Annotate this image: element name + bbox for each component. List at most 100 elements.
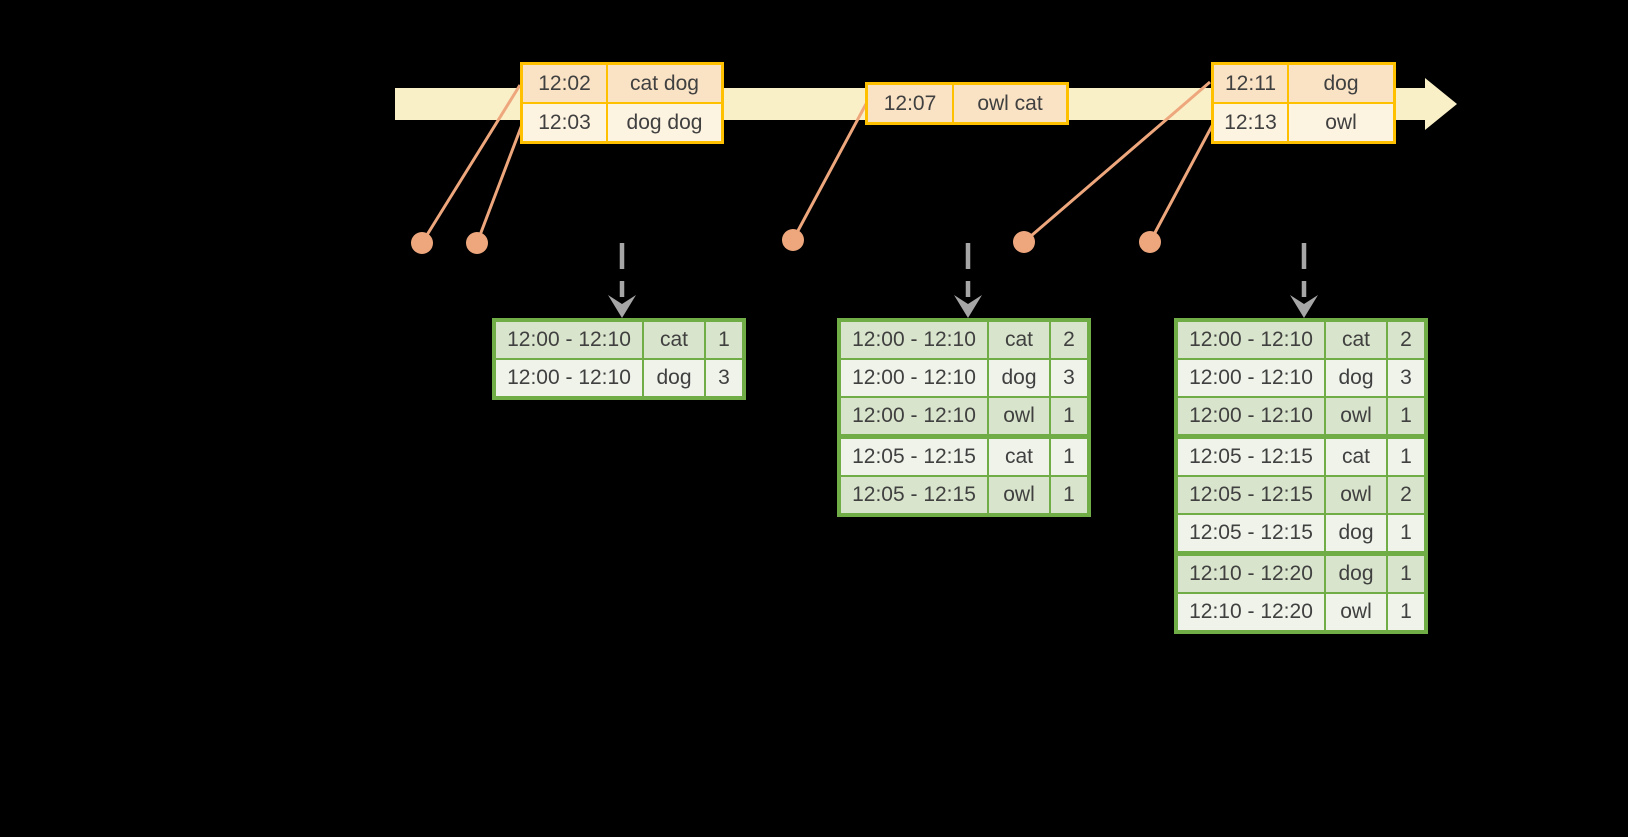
event-dot [411, 232, 433, 254]
result-count: 2 [1049, 322, 1087, 358]
result-window: 12:00 - 12:10 [1178, 398, 1324, 434]
result-word: cat [987, 439, 1049, 475]
result-window: 12:00 - 12:10 [496, 322, 642, 358]
result-count: 3 [704, 360, 742, 396]
trigger-down-arrow [608, 243, 636, 318]
result-window: 12:00 - 12:10 [496, 360, 642, 396]
result-count: 1 [1049, 398, 1087, 434]
result-word: dog [1324, 515, 1386, 551]
event-words: owl cat [952, 85, 1066, 122]
result-word: cat [987, 322, 1049, 358]
event-connector-lines [420, 80, 1215, 244]
result-window: 12:00 - 12:10 [841, 360, 987, 396]
event-time: 12:02 [523, 65, 606, 102]
event-time: 12:11 [1214, 65, 1287, 102]
event-time: 12:13 [1214, 104, 1287, 141]
result-word: cat [1324, 439, 1386, 475]
result-window: 12:10 - 12:20 [1178, 556, 1324, 592]
result-window: 12:05 - 12:15 [841, 477, 987, 513]
result-count: 2 [1386, 477, 1424, 513]
result-window: 12:05 - 12:15 [1178, 477, 1324, 513]
result-count: 1 [1049, 439, 1087, 475]
event-connector-line [420, 84, 522, 244]
event-time: 12:07 [868, 85, 952, 122]
result-word: dog [1324, 556, 1386, 592]
event-dots [411, 229, 1161, 254]
event-dot [782, 229, 804, 251]
event-dot [1013, 231, 1035, 253]
result-word: dog [642, 360, 704, 396]
event-words: dog dog [606, 104, 721, 141]
result-word: dog [1324, 360, 1386, 396]
result-window: 12:00 - 12:10 [1178, 360, 1324, 396]
result-count: 1 [1049, 477, 1087, 513]
event-connector-line [1023, 80, 1211, 244]
result-window: 12:00 - 12:10 [1178, 322, 1324, 358]
result-word: cat [642, 322, 704, 358]
result-word: owl [1324, 398, 1386, 434]
result-word: owl [1324, 477, 1386, 513]
event-words: owl [1287, 104, 1393, 141]
event-dot [466, 232, 488, 254]
result-window: 12:05 - 12:15 [1178, 439, 1324, 475]
result-count: 3 [1386, 360, 1424, 396]
result-window: 12:00 - 12:10 [841, 398, 987, 434]
result-word: cat [1324, 322, 1386, 358]
event-connector-line [475, 121, 525, 244]
arrowhead-chevron-icon [608, 295, 636, 318]
result-count: 1 [1386, 594, 1424, 630]
trigger-down-arrow [954, 243, 982, 318]
result-window: 12:00 - 12:10 [841, 322, 987, 358]
trigger-arrows [608, 243, 1318, 318]
result-word: owl [987, 398, 1049, 434]
result-count: 3 [1049, 360, 1087, 396]
result-window: 12:05 - 12:15 [841, 439, 987, 475]
event-dot [1139, 231, 1161, 253]
arrowhead-chevron-icon [1290, 295, 1318, 318]
result-count: 1 [1386, 515, 1424, 551]
event-words: cat dog [606, 65, 721, 102]
event-connector-line [1148, 123, 1215, 243]
result-count: 1 [1386, 556, 1424, 592]
result-count: 1 [1386, 439, 1424, 475]
event-words: dog [1287, 65, 1393, 102]
result-count: 1 [704, 322, 742, 358]
result-word: owl [987, 477, 1049, 513]
result-count: 2 [1386, 322, 1424, 358]
result-word: owl [1324, 594, 1386, 630]
result-count: 1 [1386, 398, 1424, 434]
result-window: 12:05 - 12:15 [1178, 515, 1324, 551]
result-window: 12:10 - 12:20 [1178, 594, 1324, 630]
arrowhead-chevron-icon [954, 295, 982, 318]
result-word: dog [987, 360, 1049, 396]
event-time: 12:03 [523, 104, 606, 141]
trigger-down-arrow [1290, 243, 1318, 318]
event-connector-line [791, 103, 868, 241]
